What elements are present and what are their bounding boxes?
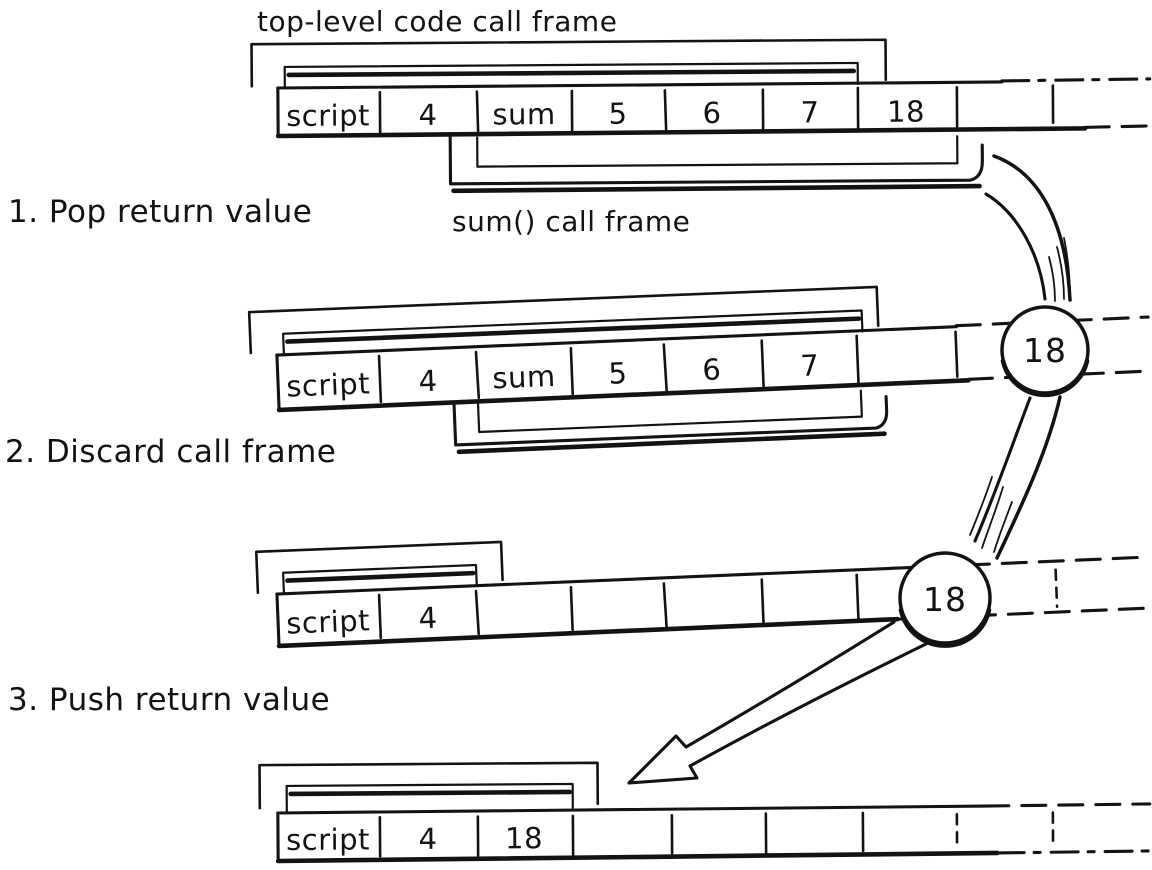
swoosh-speed-lines — [1048, 237, 1071, 302]
sum-frame-window-outline — [476, 389, 863, 434]
cell-value: 18 — [505, 821, 543, 855]
stack-left-edge — [275, 353, 281, 412]
cell-value: 7 — [800, 348, 820, 383]
stack-bottom-edge-dashed — [995, 849, 1152, 855]
step-1-label: 1. Pop return value — [8, 194, 312, 230]
cell-value: 5 — [608, 356, 628, 391]
top-level-frame-window-bold-edge — [286, 68, 857, 78]
cell-value: script — [286, 366, 371, 403]
stack-row-3: script 4 — [254, 540, 1152, 649]
top-level-frame-label: top-level code call frame — [257, 5, 617, 38]
stack-top-edge-dashed — [1000, 77, 1152, 83]
bubble-circle — [898, 551, 992, 645]
stack-row-4: script 4 18 — [258, 761, 1152, 864]
cell-dividers-dashed — [955, 811, 1055, 850]
top-level-frame-bracket — [247, 285, 880, 355]
cell-value: sum — [492, 97, 555, 131]
stack-row-1: script 4 sum 5 6 7 18 — [250, 38, 1152, 194]
sum-frame-bracket — [452, 395, 889, 447]
top-level-frame-window-bold-edge — [285, 316, 862, 344]
sum-frame-bracket-bold-edge — [456, 431, 887, 455]
stack-left-edge — [275, 592, 281, 648]
sum-frame-bracket — [448, 135, 984, 186]
bubble-bottom-ink — [1000, 358, 1090, 398]
stack-bottom-edge — [276, 616, 900, 649]
top-level-frame-bracket — [250, 38, 888, 88]
cell-dividers — [378, 84, 1055, 134]
cell-value: 4 — [418, 822, 437, 856]
sum-frame-bracket-bold-edge — [451, 183, 982, 194]
stack-top-edge — [276, 804, 987, 815]
cell-dividers — [377, 330, 959, 404]
cell-dividers — [378, 811, 865, 858]
sum-frame-label: sum() call frame — [452, 205, 690, 238]
swoosh-speed-lines — [969, 476, 1013, 553]
stack-top-edge-dashed — [983, 802, 1152, 808]
step-3-label: 3. Push return value — [8, 682, 330, 718]
stack-bottom-edge — [276, 377, 971, 413]
stack-top-edge — [276, 80, 1004, 90]
cell-value: 5 — [608, 97, 627, 131]
top-level-frame-window-outline — [282, 563, 478, 595]
top-level-frame-window-outline — [281, 309, 864, 356]
top-level-frame-window-outline — [283, 61, 859, 90]
top-level-frame-bracket — [258, 761, 600, 810]
top-level-frame-bracket — [254, 540, 504, 595]
stack-top-edge — [275, 566, 893, 596]
swoosh-inner-line — [973, 396, 1032, 543]
bubble-value: 18 — [1023, 331, 1067, 370]
cell-value: 6 — [702, 352, 722, 387]
stack-row-2: script 4 sum 5 6 7 — [247, 285, 1152, 455]
bubble-bottom-ink — [898, 607, 992, 648]
stack-bottom-edge-dashed — [1083, 124, 1152, 129]
return-value-bubble-2: 18 — [898, 551, 992, 648]
cell-value: 4 — [418, 98, 437, 132]
stack-top-edge — [275, 325, 958, 357]
cell-value: 7 — [800, 95, 819, 129]
cell-dividers — [377, 573, 860, 640]
top-level-frame-window-bold-edge — [285, 570, 476, 583]
cell-value: 4 — [418, 601, 438, 636]
stack-bottom-edge — [275, 850, 1000, 864]
swoosh-outer-line — [992, 154, 1072, 302]
bubble-value: 18 — [923, 580, 967, 619]
cell-value: script — [286, 98, 370, 133]
cell-value: script — [286, 822, 370, 857]
cell-value: script — [286, 603, 371, 640]
cell-divider-dashed — [1054, 568, 1059, 609]
stack-bottom-edge — [275, 126, 1088, 139]
return-value-bubble-1: 18 — [1000, 305, 1090, 398]
discard-swoosh-arrow — [969, 395, 1062, 560]
top-level-frame-window-bold-edge — [288, 789, 572, 797]
step-2-label: 2. Discard call frame — [5, 434, 336, 470]
cell-value: 4 — [418, 364, 438, 399]
sum-frame-window-outline — [476, 135, 959, 168]
swoosh-outer-line — [995, 395, 1062, 560]
swoosh-inner-line — [984, 192, 1047, 301]
top-level-frame-window-outline — [285, 782, 574, 814]
push-arrow — [627, 620, 930, 785]
cell-value: sum — [492, 359, 557, 396]
cell-value: 6 — [702, 96, 721, 130]
cell-value: 18 — [887, 94, 925, 128]
pop-swoosh-arrow — [984, 154, 1072, 302]
